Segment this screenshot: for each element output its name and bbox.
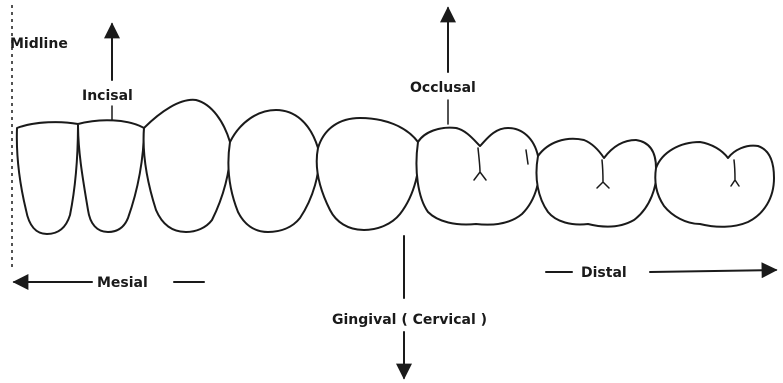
tooth-first-premolar [228, 110, 318, 232]
teeth-row [17, 100, 774, 234]
tooth-central-incisor [17, 122, 78, 234]
mesial-label: Mesial [97, 275, 148, 291]
tooth-canine [144, 100, 231, 232]
tooth-first-molar [416, 128, 539, 225]
tooth-lateral-incisor [78, 120, 144, 232]
midline-label: Midline [10, 36, 68, 52]
tooth-third-molar [655, 142, 774, 227]
tooth-second-molar [536, 139, 656, 227]
distal-arrow [650, 270, 776, 272]
tooth-second-premolar [317, 118, 419, 230]
gingival-label: Gingival ( Cervical ) [332, 312, 487, 328]
distal-label: Distal [581, 265, 627, 281]
incisal-label: Incisal [82, 88, 133, 104]
occlusal-label: Occlusal [410, 80, 476, 96]
